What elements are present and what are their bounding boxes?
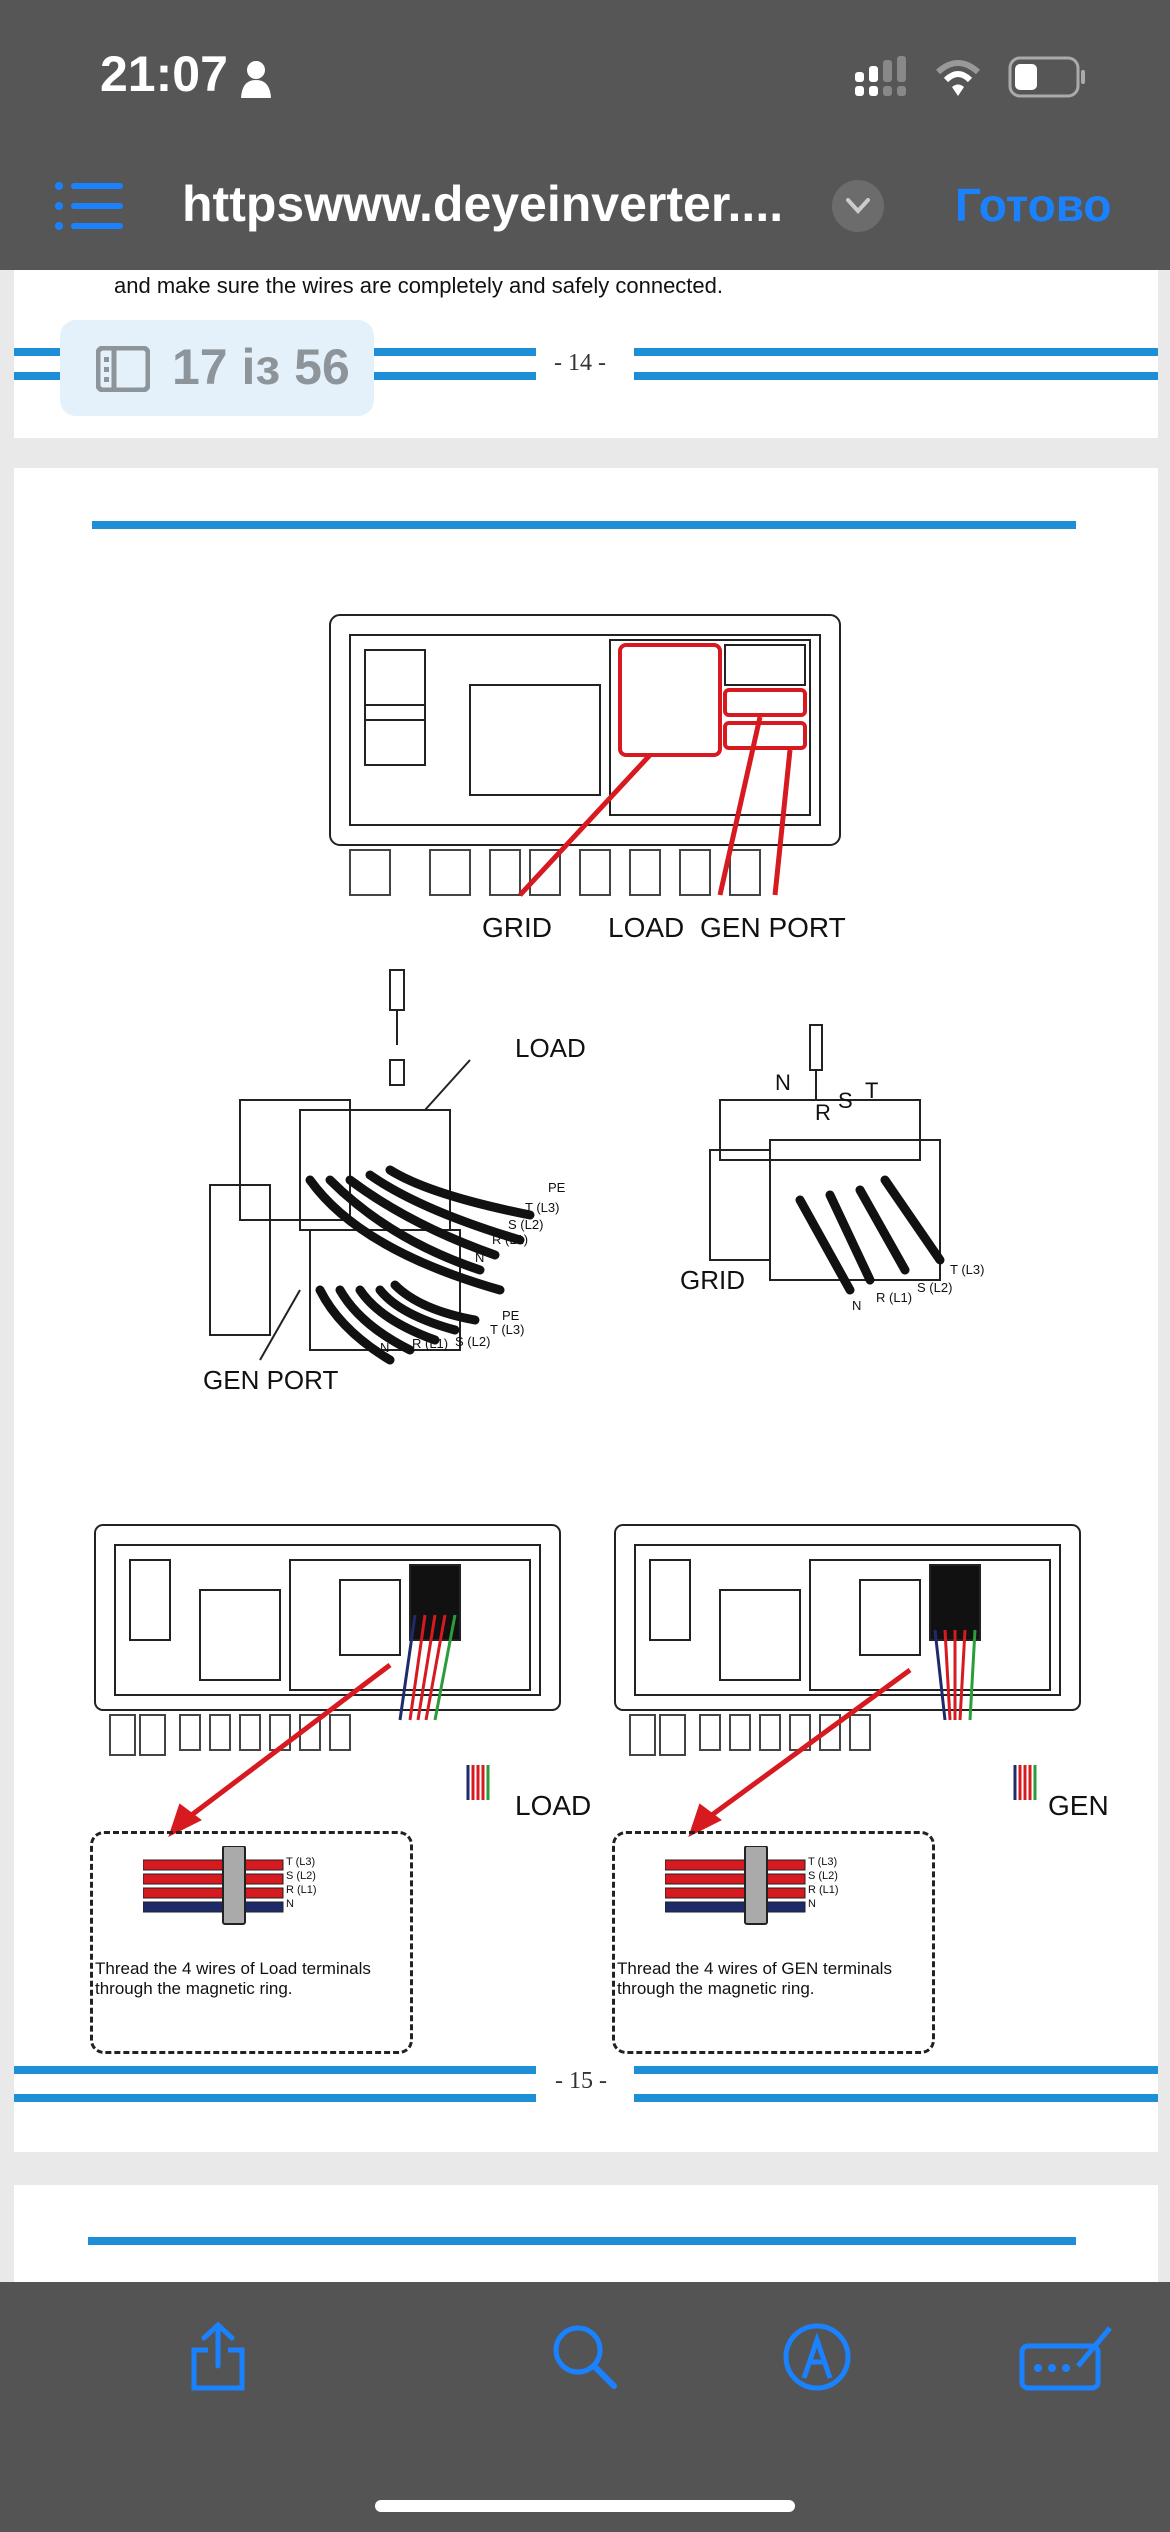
wire-label: PE: [502, 1308, 520, 1323]
grid-letter: T: [865, 1078, 879, 1103]
ring-caption: through the magnetic ring.: [95, 1979, 293, 1998]
inverter-load-wiring-diagram: [94, 1524, 561, 1837]
wire-label: N: [380, 1340, 390, 1355]
label-grid: GRID: [482, 912, 552, 943]
ring-wire-label: T (L3): [808, 1856, 838, 1868]
bottom-toolbar: [0, 2282, 1170, 2532]
wire-label: T (L3): [490, 1322, 525, 1337]
outline-list-icon[interactable]: [55, 182, 123, 230]
keyboard-icon[interactable]: [1018, 2322, 1114, 2392]
page-indicator[interactable]: 17 із 56: [60, 320, 374, 416]
terminal-label-grid: GRID: [680, 1265, 745, 1295]
label-load: LOAD: [608, 912, 685, 943]
markup-icon[interactable]: [782, 2322, 852, 2392]
chevron-down-icon: [846, 198, 870, 214]
title-menu-button[interactable]: [832, 180, 884, 232]
search-icon[interactable]: [550, 2322, 620, 2392]
wire-label: R (L1): [876, 1290, 913, 1305]
grid-terminal-diagram: [709, 1024, 945, 1295]
wire-label: S (L2): [508, 1217, 544, 1232]
ring-wire-label: N: [286, 1898, 294, 1910]
ring-tag-load: LOAD: [515, 1790, 592, 1821]
page-indicator-text: 17 із 56: [172, 339, 350, 395]
done-button[interactable]: Готово: [955, 179, 1112, 231]
navigation-header: 21:07 httpswww.deyeinverter.... Готово: [0, 0, 1170, 270]
page-15: [14, 468, 1158, 2152]
ring-box-load: T (L3) S (L2) R (L1) N Thread the 4 wire…: [90, 1831, 413, 2054]
wire-label: S (L2): [455, 1334, 491, 1349]
label-gen-port: GEN PORT: [700, 912, 846, 943]
ring-box-gen: T (L3) S (L2) R (L1) N Thread the 4 wire…: [612, 1831, 935, 2054]
page-14-text: and make sure the wires are completely a…: [114, 273, 723, 298]
ring-wire-label: N: [808, 1898, 816, 1910]
wire-label: T (L3): [525, 1200, 560, 1215]
inverter-overview-diagram: [329, 614, 841, 897]
home-indicator: [375, 2500, 795, 2512]
page-number-15: - 15 -: [555, 2068, 607, 2094]
ring-caption: Thread the 4 wires of GEN terminals: [617, 1959, 892, 1978]
wire-label: N: [852, 1298, 862, 1313]
grid-letter: R: [815, 1100, 831, 1125]
ring-caption: through the magnetic ring.: [617, 1979, 815, 1998]
terminal-label-load: LOAD: [515, 1033, 586, 1063]
wifi-icon: [935, 60, 981, 96]
ring-tag-gen: GEN: [1048, 1790, 1109, 1821]
wire-label: S (L2): [917, 1280, 953, 1295]
inverter-gen-wiring-diagram: [614, 1524, 1081, 1837]
ring-wire-label: R (L1): [286, 1884, 317, 1896]
thumbnail-sidebar-icon: [96, 346, 150, 392]
person-icon: [241, 61, 271, 98]
grid-letter: N: [775, 1070, 791, 1095]
magnetic-ring-icon: [665, 1846, 806, 1925]
ring-wire-label: S (L2): [808, 1870, 838, 1882]
terminal-label-gen-port: GEN PORT: [203, 1365, 339, 1395]
wire-label: T (L3): [950, 1262, 985, 1277]
wire-label: R (L1): [412, 1336, 449, 1351]
cellular-signal-icon: [855, 56, 906, 96]
wire-label: R (L1): [492, 1232, 529, 1247]
grid-letter: S: [838, 1088, 853, 1113]
document-title: httpswww.deyeinverter....: [182, 176, 784, 232]
battery-icon: [1008, 56, 1085, 98]
ring-wire-label: T (L3): [286, 1856, 316, 1868]
status-time: 21:07: [100, 46, 228, 102]
ring-wire-label: S (L2): [286, 1870, 316, 1882]
ring-wire-label: R (L1): [808, 1884, 839, 1896]
ring-caption: Thread the 4 wires of Load terminals: [95, 1959, 371, 1978]
page-number-14: - 14 -: [554, 350, 606, 376]
magnetic-ring-icon: [143, 1846, 284, 1925]
wire-label: PE: [548, 1180, 566, 1195]
wire-label: N: [475, 1250, 485, 1265]
share-icon[interactable]: [188, 2322, 248, 2392]
load-gen-terminal-diagram: [209, 969, 535, 1365]
